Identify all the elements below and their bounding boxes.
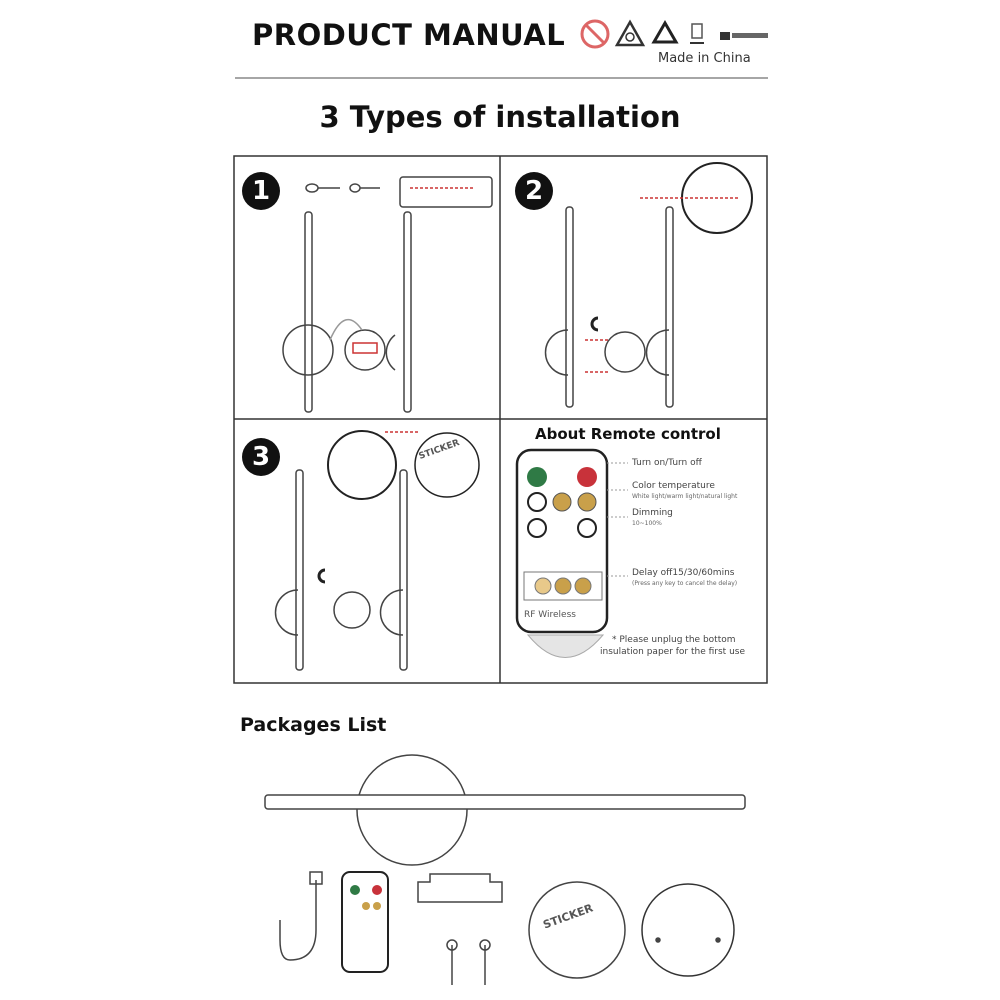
remote-label-color: Color temperature: [632, 481, 715, 491]
usb-cable-icon: [279, 880, 317, 961]
remote-label-power: Turn on/Turn off: [632, 458, 702, 468]
page-title: PRODUCT MANUAL: [252, 18, 566, 52]
packages-illustration: [264, 754, 746, 985]
remote-illustration: [515, 448, 628, 658]
white-light-button[interactable]: [527, 492, 547, 512]
power-on-button[interactable]: [527, 467, 547, 487]
step1-illustration: [282, 176, 493, 413]
brand-logo-icon: [720, 32, 768, 40]
delay-60-button[interactable]: [574, 577, 592, 595]
dim-up-button[interactable]: [577, 518, 597, 538]
remote-sublabel-delay: (Press any key to cancel the delay): [632, 580, 738, 587]
remote-label-dimming: Dimming: [632, 508, 673, 518]
sticker-icon: [528, 881, 626, 979]
delay-30-button[interactable]: [554, 577, 572, 595]
step2-illustration: [544, 162, 753, 408]
bracket-icon: [417, 873, 503, 903]
packages-title: Packages List: [240, 714, 387, 736]
step-1-badge: 1: [242, 172, 280, 210]
remote-sublabel-dimming: 10~100%: [632, 520, 662, 527]
power-off-button[interactable]: [577, 467, 597, 487]
remote-section-title: About Remote control: [535, 425, 721, 443]
dim-down-button[interactable]: [527, 518, 547, 538]
delay-15-button[interactable]: [534, 577, 552, 595]
remote-label-delay: Delay off15/30/60mins: [632, 568, 735, 578]
insulation-note-line1: * Please unplug the bottom: [612, 635, 736, 645]
weee-bin-icon: [690, 23, 704, 44]
step-2-badge: 2: [515, 172, 553, 210]
rf-wireless-label: RF Wireless: [524, 610, 576, 620]
step3-illustration: [274, 430, 480, 671]
warm-light-button[interactable]: [552, 492, 572, 512]
step-3-badge: 3: [242, 438, 280, 476]
insulation-note-line2: insulation paper for the first use: [600, 647, 745, 657]
recycle-icon: [651, 20, 679, 44]
rcm-mark-icon: [614, 19, 646, 47]
installation-title: 3 Types of installation: [319, 100, 681, 134]
base-plate-icon: [641, 883, 735, 977]
no-diy-icon: [580, 19, 610, 49]
remote-sublabel-color: White light/warm light/natural light: [632, 493, 738, 500]
made-in-label: Made in China: [658, 51, 751, 66]
natural-light-button[interactable]: [577, 492, 597, 512]
mini-remote-icon: [341, 871, 389, 973]
